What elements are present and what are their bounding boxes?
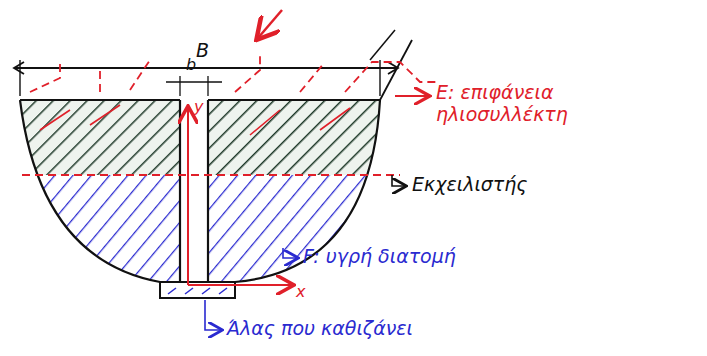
axis-label: x bbox=[296, 283, 305, 301]
dimension-label: B bbox=[196, 40, 209, 62]
part-label: Άλας που καθιζάνει bbox=[227, 318, 413, 340]
section-label: F: υγρή διατομή bbox=[303, 246, 456, 268]
axis-label: y bbox=[194, 98, 203, 116]
surface-label: E: επιφάνεια ηλιοσυλλέκτη bbox=[436, 82, 626, 126]
part-label: Εκχειλιστής bbox=[412, 174, 528, 196]
dimension-label: b bbox=[186, 56, 196, 74]
